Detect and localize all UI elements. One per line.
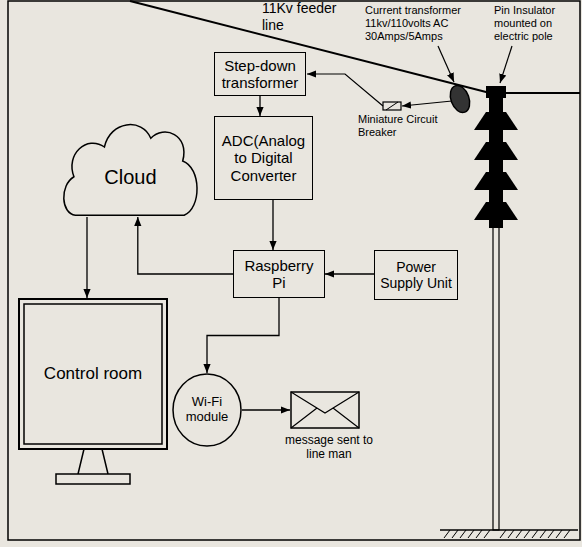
cloud-outline (58, 112, 203, 217)
node-label: Raspberry Pi (238, 257, 320, 292)
node-text-area: Power Supply Unit (375, 251, 457, 299)
pin-insulator (486, 86, 506, 98)
circuit-breaker (386, 102, 398, 110)
node-label: ADC(Analog to Digital Converter (219, 132, 308, 184)
line-label: 11Kv feeder line (262, 0, 357, 33)
node-text-area: Wi-Fi module (178, 383, 236, 437)
node-label: Power Supply Unit (379, 259, 453, 291)
cloud-outline (64, 125, 197, 216)
message-envelope: message sent to line man (285, 391, 375, 463)
node-text-area: ADC(Analog to Digital Converter (215, 117, 312, 199)
insulator-shed (474, 142, 518, 160)
node-text-area: Cloud (78, 142, 183, 212)
wire (402, 101, 452, 106)
monitor-screen (24, 304, 162, 444)
cloud-shape: Cloud (58, 112, 203, 217)
process-box: Power Supply Unit (374, 250, 458, 300)
circuit-breaker (383, 102, 401, 110)
ground-hatch (444, 530, 570, 538)
flow-arrow (272, 200, 273, 250)
node-label: Step-down transformer (219, 57, 301, 92)
node-text-area: Step-down transformer (215, 53, 305, 95)
node-text-area: Raspberry Pi (234, 251, 324, 297)
wire (307, 74, 383, 106)
flow-arrow (86, 217, 87, 298)
module-circle: Wi-Fi module (172, 373, 242, 447)
monitor-outline (18, 298, 168, 488)
insulator-shed (474, 172, 518, 190)
node-text-area: Control room (26, 306, 160, 442)
node-label: Cloud (78, 166, 183, 189)
callout-label: Current transformer 11kv/110volts AC 30A… (365, 4, 477, 43)
callout-label: Miniature Circuit Breaker (358, 113, 453, 139)
insulator-shed (474, 112, 518, 130)
current-transformer (447, 83, 473, 115)
monitor-shape: Control room (18, 298, 168, 488)
flow-arrow (138, 217, 233, 274)
leader-arrow (500, 46, 512, 83)
node-label: message sent to line man (279, 434, 379, 462)
monitor-stand (56, 449, 130, 484)
envelope-body (291, 392, 359, 428)
node-text-area: message sent to line man (279, 433, 379, 463)
electric-pole (493, 226, 499, 530)
node-label: Wi-Fi module (178, 395, 236, 425)
flow-arrow (207, 298, 279, 373)
node-label: Control room (26, 364, 160, 384)
frame (8, 1, 580, 540)
process-box: ADC(Analog to Digital Converter (214, 116, 313, 200)
insulator-shed (474, 202, 518, 220)
callout-label: Pin Insulator mounted on electric pole (494, 4, 574, 43)
flow-arrow (325, 273, 374, 274)
leader-arrow (438, 46, 454, 82)
process-box: Step-down transformer (214, 52, 306, 96)
process-box: Raspberry Pi (233, 250, 325, 298)
feeder-line (130, 1, 490, 93)
envelope-flap (291, 392, 359, 428)
circle-outline (173, 374, 241, 446)
flow-arrow (259, 96, 260, 116)
envelope-icon (290, 391, 360, 429)
flow-arrow (242, 409, 290, 410)
ground (440, 529, 578, 531)
monitor-frame (19, 299, 167, 449)
